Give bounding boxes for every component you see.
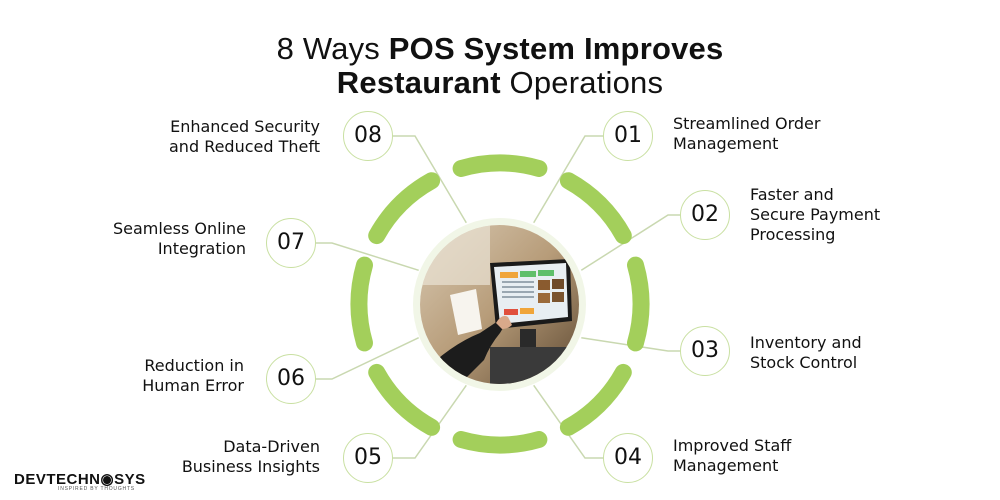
brand-part3: SYS [114, 471, 146, 488]
step-label-01: Streamlined Order Management [673, 114, 820, 154]
step-label-04-line2: Management [673, 456, 779, 475]
step-label-07-line1: Seamless Online [112, 219, 246, 238]
ring-arc-segment [559, 172, 632, 245]
step-label-06-line2: Human Error [142, 376, 244, 395]
step-label-03-line2: Stock Control [750, 353, 858, 372]
ring-arc-segment [452, 431, 548, 454]
step-label-02: Faster and Secure Payment Processing [750, 185, 880, 245]
step-label-08-line2: and Reduced Theft [169, 137, 320, 156]
ring-arc-segment [559, 363, 632, 436]
step-label-05-line2: Business Insights [181, 457, 320, 476]
title-bold-2: Restaurant [336, 65, 501, 100]
step-label-01-line2: Management [673, 134, 779, 153]
step-label-08: Enhanced Security and Reduced Theft [169, 117, 320, 157]
brand-part2: TECHN [46, 471, 101, 488]
ring-arc-segment [368, 172, 441, 245]
step-number-05: 05 [343, 433, 393, 483]
step-label-04: Improved Staff Management [673, 436, 791, 476]
step-label-07: Seamless Online Integration [113, 219, 246, 259]
devtechnosys-logo: DEVTECHN◉SYS INSPIRED BY THOUGHTS [14, 470, 146, 492]
step-number-07: 07 [266, 218, 316, 268]
step-label-04-line1: Improved Staff [673, 436, 792, 455]
step-number-04: 04 [603, 433, 653, 483]
step-label-08-line1: Enhanced Security [170, 117, 320, 136]
step-label-03: Inventory and Stock Control [750, 333, 862, 373]
step-label-06: Reduction in Human Error [142, 356, 244, 396]
step-label-07-line2: Integration [157, 239, 246, 258]
step-number-08: 08 [343, 111, 393, 161]
ring-arc-segment [350, 256, 373, 352]
ring-arc-segments [350, 154, 650, 454]
title-bold: POS System Improves [388, 31, 724, 66]
step-label-06-line1: Reduction in [144, 356, 244, 375]
step-number-03: 03 [680, 326, 730, 376]
ring-arc-segment [368, 363, 441, 436]
step-label-02-line2: Secure Payment [750, 205, 881, 224]
brand-tagline: INSPIRED BY THOUGHTS [58, 486, 135, 492]
step-number-06: 06 [266, 354, 316, 404]
pos-terminal-illustration [420, 225, 579, 384]
step-number-02: 02 [680, 190, 730, 240]
step-number-01: 01 [603, 111, 653, 161]
page-title-line1: 8 Ways POS System Improves [0, 29, 1000, 69]
step-label-03-line1: Inventory and [750, 333, 862, 352]
brand-o-glyph: ◉ [100, 471, 115, 488]
step-label-02-line1: Faster and [750, 185, 834, 204]
title-prefix: 8 Ways [276, 31, 389, 66]
step-label-01-line1: Streamlined Order [673, 114, 821, 133]
brand-part1: DEV [14, 471, 47, 488]
step-label-02-line3: Processing [750, 225, 836, 244]
ring-arc-segment [627, 256, 650, 352]
page-title-line2: Restaurant Operations [0, 63, 1000, 103]
title-suffix: Operations [500, 65, 664, 100]
ring-arc-segment [452, 154, 548, 177]
pos-terminal-photo [413, 218, 586, 391]
step-label-05: Data-Driven Business Insights [182, 437, 320, 477]
step-label-05-line1: Data-Driven [223, 437, 320, 456]
